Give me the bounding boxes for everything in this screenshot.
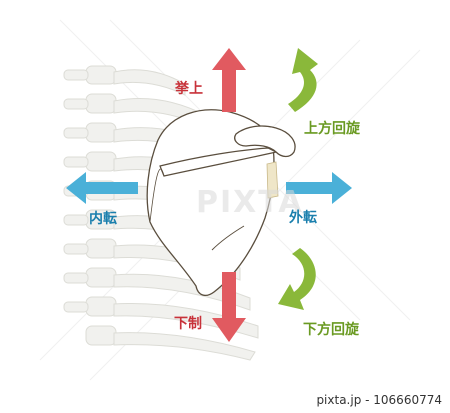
- internal-rotation-label: 内転: [89, 211, 117, 227]
- depression-label: 下制: [174, 316, 202, 332]
- elevation-label: 挙上: [175, 81, 203, 97]
- upward-rotation-label: 上方回旋: [304, 121, 360, 137]
- internal-rotation-arrow: [66, 172, 138, 204]
- scapula-detail-line: [211, 225, 245, 251]
- ribcage: [63, 65, 259, 361]
- acromion: [234, 125, 296, 158]
- elevation-arrow: [212, 48, 246, 112]
- glenoid-cartilage: [266, 161, 279, 199]
- external-rotation-arrow: [286, 172, 352, 204]
- footer-bar: pixta.jp - 106660774: [0, 387, 450, 413]
- external-rotation-label: 外転: [289, 210, 317, 226]
- footer-id: pixta.jp - 106660774: [316, 393, 442, 407]
- scapula-lower-edge: [149, 168, 165, 223]
- depression-arrow: [212, 272, 246, 342]
- downward-rotation-label: 下方回旋: [303, 322, 359, 338]
- watermark: PIXTA: [196, 185, 304, 220]
- downward-rotation-arrow: [278, 248, 316, 310]
- upward-rotation-arrow: [288, 48, 318, 112]
- scapula: [146, 109, 296, 297]
